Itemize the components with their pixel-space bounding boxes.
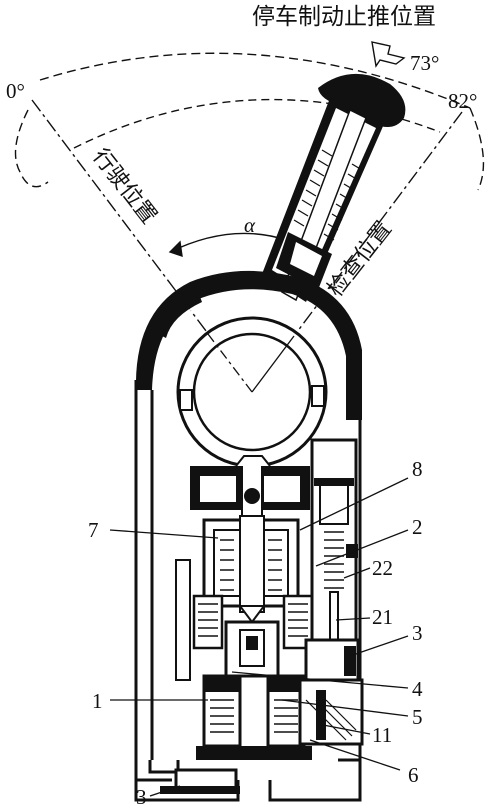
part-label-7: 7 (88, 518, 99, 542)
part-label-21: 21 (372, 605, 393, 629)
bottom-fitting (160, 768, 240, 794)
lever-handle (262, 73, 406, 302)
driving-position-label: 行驶位置 (87, 144, 161, 229)
part-label-22: 22 (372, 556, 393, 580)
part-label-8: 8 (412, 457, 423, 481)
middle-springs (192, 594, 314, 678)
part-label-3-right: 3 (412, 621, 423, 645)
part-label-11: 11 (372, 723, 392, 747)
part-label-2: 2 (412, 515, 423, 539)
angle-alpha: α (244, 213, 256, 237)
stop-position-arrow (371, 41, 406, 68)
diagram-title: 停车制动止推位置 (252, 4, 436, 30)
rotary-head (135, 270, 362, 468)
lower-pistons (175, 559, 312, 760)
part-label-3-bottom: 3 (136, 785, 147, 809)
angle-0: 0° (6, 79, 25, 103)
travel-arc (14, 52, 485, 191)
leader-lines (109, 477, 409, 797)
right-valve-column (298, 438, 364, 746)
part-label-6: 6 (408, 763, 419, 787)
upper-piston (190, 455, 310, 523)
part-label-4: 4 (412, 677, 423, 701)
part-label-1: 1 (92, 689, 103, 713)
spring-chamber (202, 515, 300, 624)
part-label-5: 5 (412, 705, 423, 729)
angle-82: 82° (448, 89, 477, 113)
angle-73: 73° (410, 51, 439, 75)
